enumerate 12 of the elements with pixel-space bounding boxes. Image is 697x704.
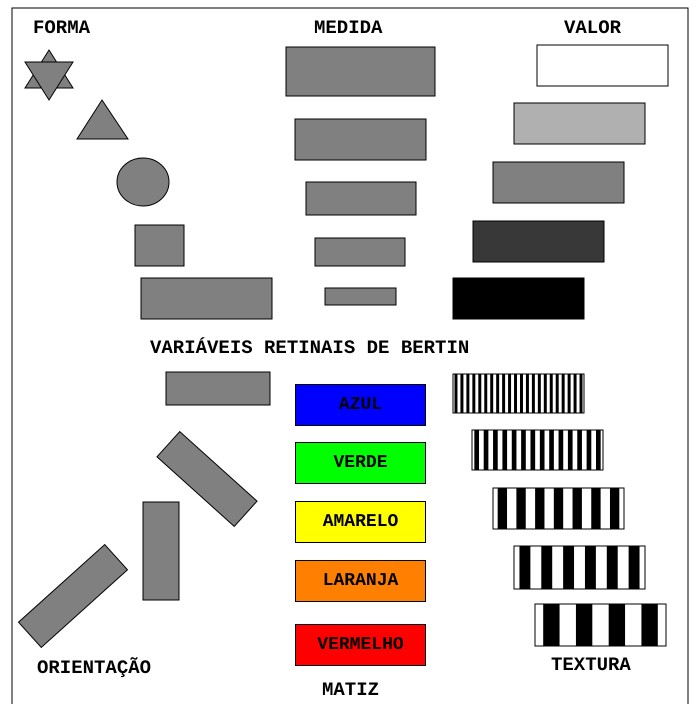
section-label: MEDIDA [314,17,382,39]
section-label: VALOR [564,17,622,39]
hue-box: VERDE [295,442,426,484]
diagram-title: VARIÁVEIS RETINAIS DE BERTIN [150,337,470,359]
section-label: MATIZ [322,679,380,701]
section-label: TEXTURA [551,654,631,676]
hue-box: AZUL [295,384,426,426]
section-label: ORIENTAÇÃO [37,657,152,679]
hue-box: VERMELHO [295,624,426,666]
hue-box: AMARELO [295,501,426,543]
section-label: FORMA [33,17,90,39]
hue-box: LARANJA [295,560,426,602]
